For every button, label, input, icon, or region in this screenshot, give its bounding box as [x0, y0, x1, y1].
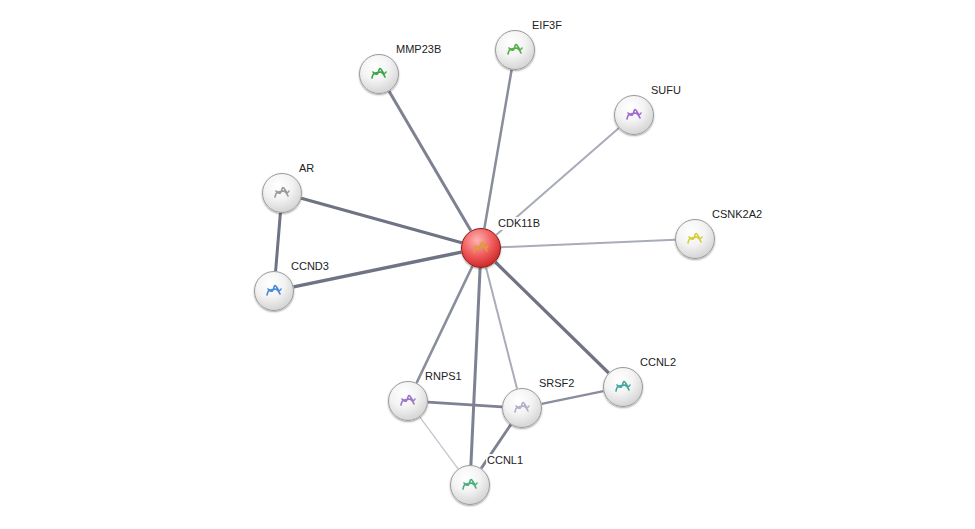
protein-node: MMP23B: [359, 54, 399, 94]
interaction-edge: [428, 402, 502, 407]
protein-label: AR: [298, 162, 315, 175]
structure-thumbnail: [613, 377, 633, 397]
interaction-edge: [484, 70, 511, 229]
interaction-edge: [417, 266, 473, 383]
protein-node: CSNK2A2: [675, 219, 715, 259]
structure-thumbnail: [685, 229, 705, 249]
structure-thumbnail: [505, 40, 525, 60]
interaction-edge: [501, 240, 675, 247]
protein-node: CCND3: [254, 271, 294, 311]
interaction-edge: [495, 262, 608, 373]
structure-thumbnail: [471, 238, 491, 258]
protein-label: RNPS1: [424, 370, 463, 383]
interaction-edge: [471, 268, 480, 465]
interaction-edge: [389, 91, 471, 230]
protein-label: CSNK2A2: [711, 208, 763, 221]
protein-node: SRSF2: [502, 388, 542, 428]
interaction-edge: [542, 391, 604, 404]
interaction-edge: [276, 213, 281, 271]
protein-label: CDK11B: [497, 217, 541, 230]
structure-thumbnail: [369, 64, 389, 84]
interaction-edge: [420, 417, 458, 469]
protein-node: AR: [262, 173, 302, 213]
protein-node: RNPS1: [388, 381, 428, 421]
protein-label: EIF3F: [531, 19, 563, 32]
protein-label: SUFU: [650, 84, 682, 97]
protein-label: CCNL1: [486, 454, 524, 467]
protein-node: EIF3F: [495, 30, 535, 70]
protein-label: SRSF2: [538, 377, 575, 390]
protein-label: CCNL2: [639, 356, 677, 369]
protein-node: CCNL1: [450, 465, 490, 505]
structure-thumbnail: [512, 398, 532, 418]
interaction-edge: [486, 267, 517, 388]
protein-label: MMP23B: [395, 43, 442, 56]
structure-thumbnail: [398, 391, 418, 411]
interaction-edge: [301, 198, 461, 242]
protein-label: CCND3: [290, 260, 330, 273]
protein-node: CCNL2: [603, 367, 643, 407]
interaction-edge: [496, 128, 619, 235]
structure-thumbnail: [460, 475, 480, 495]
structure-thumbnail: [624, 105, 644, 125]
structure-thumbnail: [264, 281, 284, 301]
protein-node: SUFU: [614, 95, 654, 135]
structure-thumbnail: [272, 183, 292, 203]
query-protein-node: CDK11B: [461, 228, 501, 268]
